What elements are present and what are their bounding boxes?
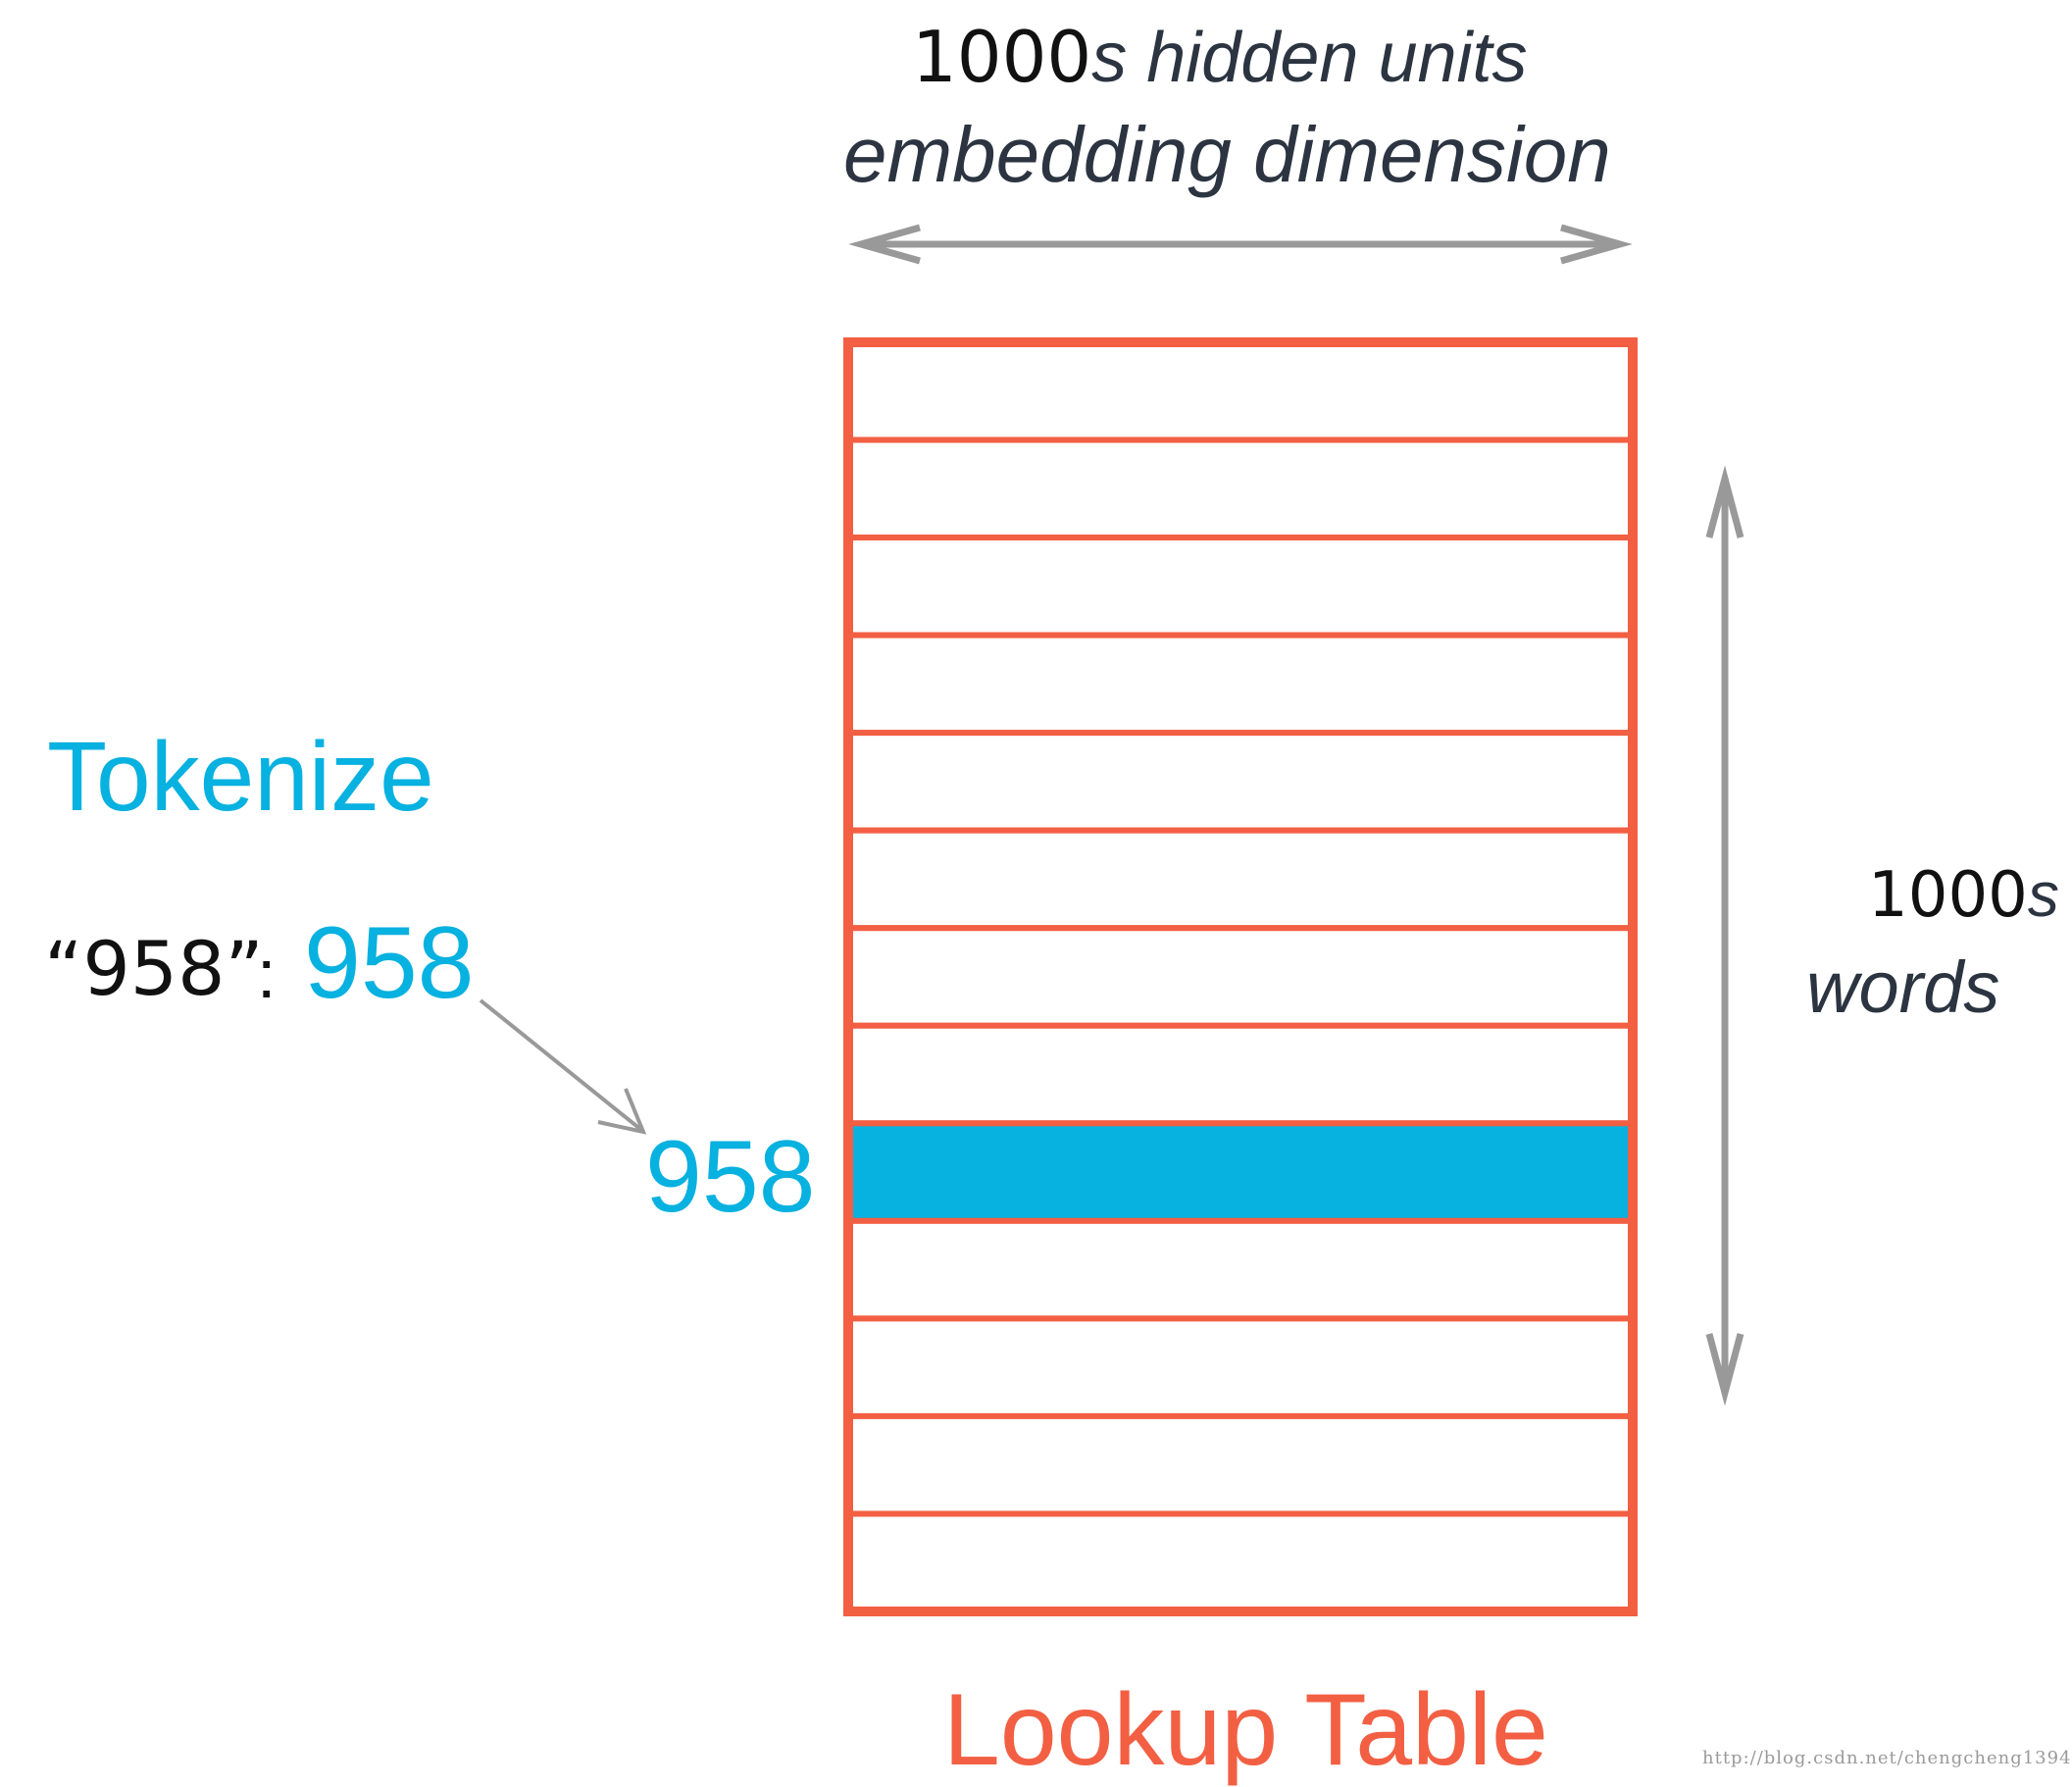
tokenize-title: Tokenize — [47, 722, 434, 832]
lookup-table-title: Lookup Table — [943, 1673, 1548, 1787]
height-label: 1000s — [1868, 863, 2059, 927]
width-sublabel: embedding dimension — [843, 111, 1611, 198]
table-row — [845, 535, 1636, 638]
width-label: 1000s hidden units — [912, 22, 1528, 93]
table-row — [845, 1315, 1636, 1419]
height-arrow-bottom-head — [1705, 1333, 1744, 1406]
lookup-arrow-shaft — [479, 998, 643, 1132]
row-index-label: 958 — [645, 1120, 816, 1234]
lookup-table — [843, 337, 1638, 1616]
token-colon: : — [257, 936, 277, 1012]
table-row — [845, 632, 1636, 737]
width-arrow-left-head — [848, 224, 921, 265]
watermark: http://blog.csdn.net/chengcheng1394 — [1702, 1748, 2072, 1768]
table-row — [845, 339, 1636, 443]
table-row — [845, 1217, 1636, 1322]
width-label-number: 1000 — [912, 16, 1092, 98]
table-row — [845, 827, 1636, 932]
table-row — [845, 1412, 1636, 1517]
height-label-words: words — [1806, 946, 2000, 1028]
lookup-arrow — [479, 998, 647, 1135]
table-row — [845, 1510, 1636, 1615]
token-id: 958 — [304, 906, 475, 1020]
height-label-number: 1000 — [1868, 859, 2028, 932]
width-arrow-right-head — [1560, 224, 1633, 265]
table-row — [845, 1022, 1636, 1127]
width-label-text: s hidden units — [1091, 19, 1528, 97]
table-row — [845, 925, 1636, 1029]
table-row — [845, 436, 1636, 541]
height-label-suffix: s — [2027, 859, 2059, 930]
table-row-highlighted — [845, 1120, 1636, 1224]
height-arrow-top-head — [1705, 465, 1744, 538]
table-outer-border — [843, 337, 1638, 1616]
quoted-token: “958” — [44, 925, 264, 1012]
table-row — [845, 730, 1636, 834]
lookup-arrow-head — [597, 1088, 647, 1135]
width-double-arrow — [848, 224, 1633, 265]
height-double-arrow — [1705, 465, 1744, 1406]
